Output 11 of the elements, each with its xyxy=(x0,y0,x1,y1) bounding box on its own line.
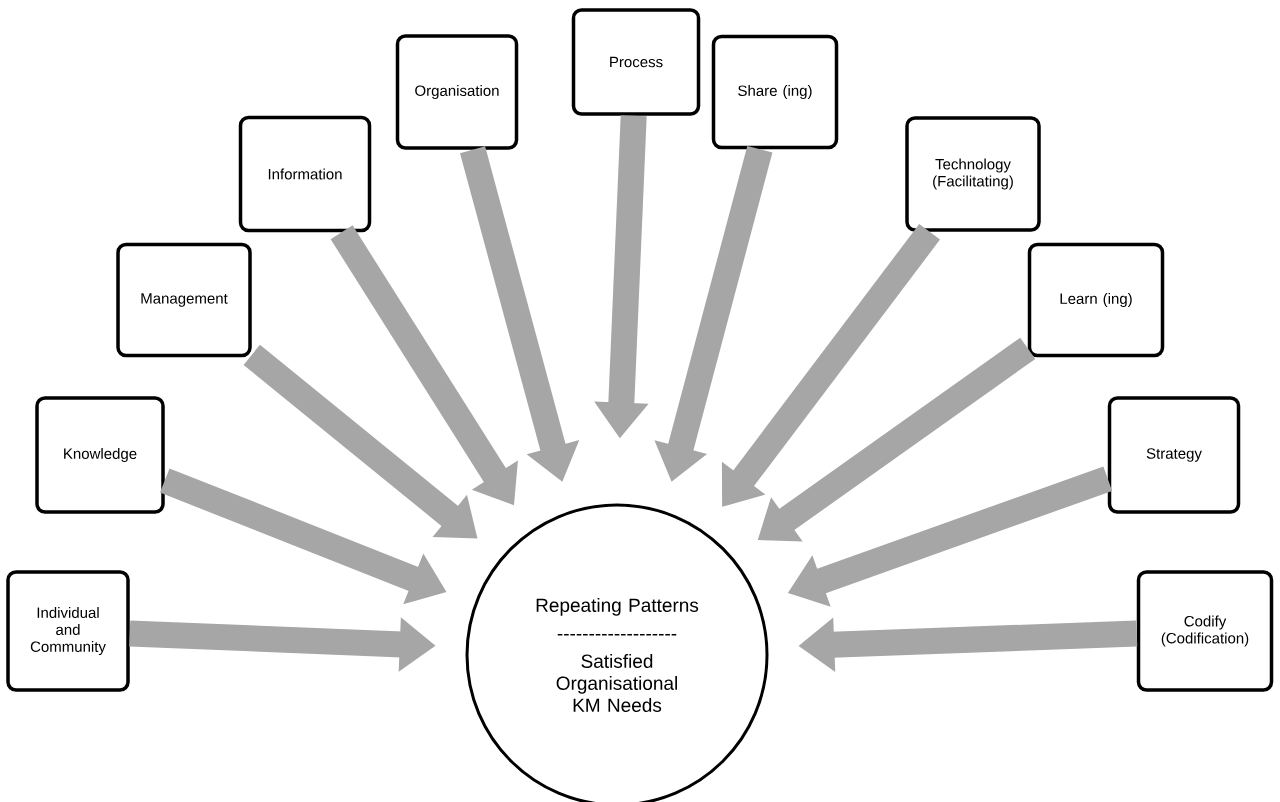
text-box: Learn (ing) xyxy=(1027,242,1165,358)
text-box: Information xyxy=(238,115,372,233)
text-box: Knowledge xyxy=(35,396,165,514)
text-box: Codify (Codification) xyxy=(1136,570,1274,692)
text-box: Technology (Facilitating) xyxy=(905,116,1041,232)
text-box: Management xyxy=(116,242,252,358)
text-box: Share (ing) xyxy=(711,34,839,150)
text-box: Individual and Community xyxy=(6,570,130,692)
text-box: Organisation xyxy=(395,34,519,150)
text-box: Strategy xyxy=(1107,396,1241,514)
text-box: Process xyxy=(571,8,701,116)
